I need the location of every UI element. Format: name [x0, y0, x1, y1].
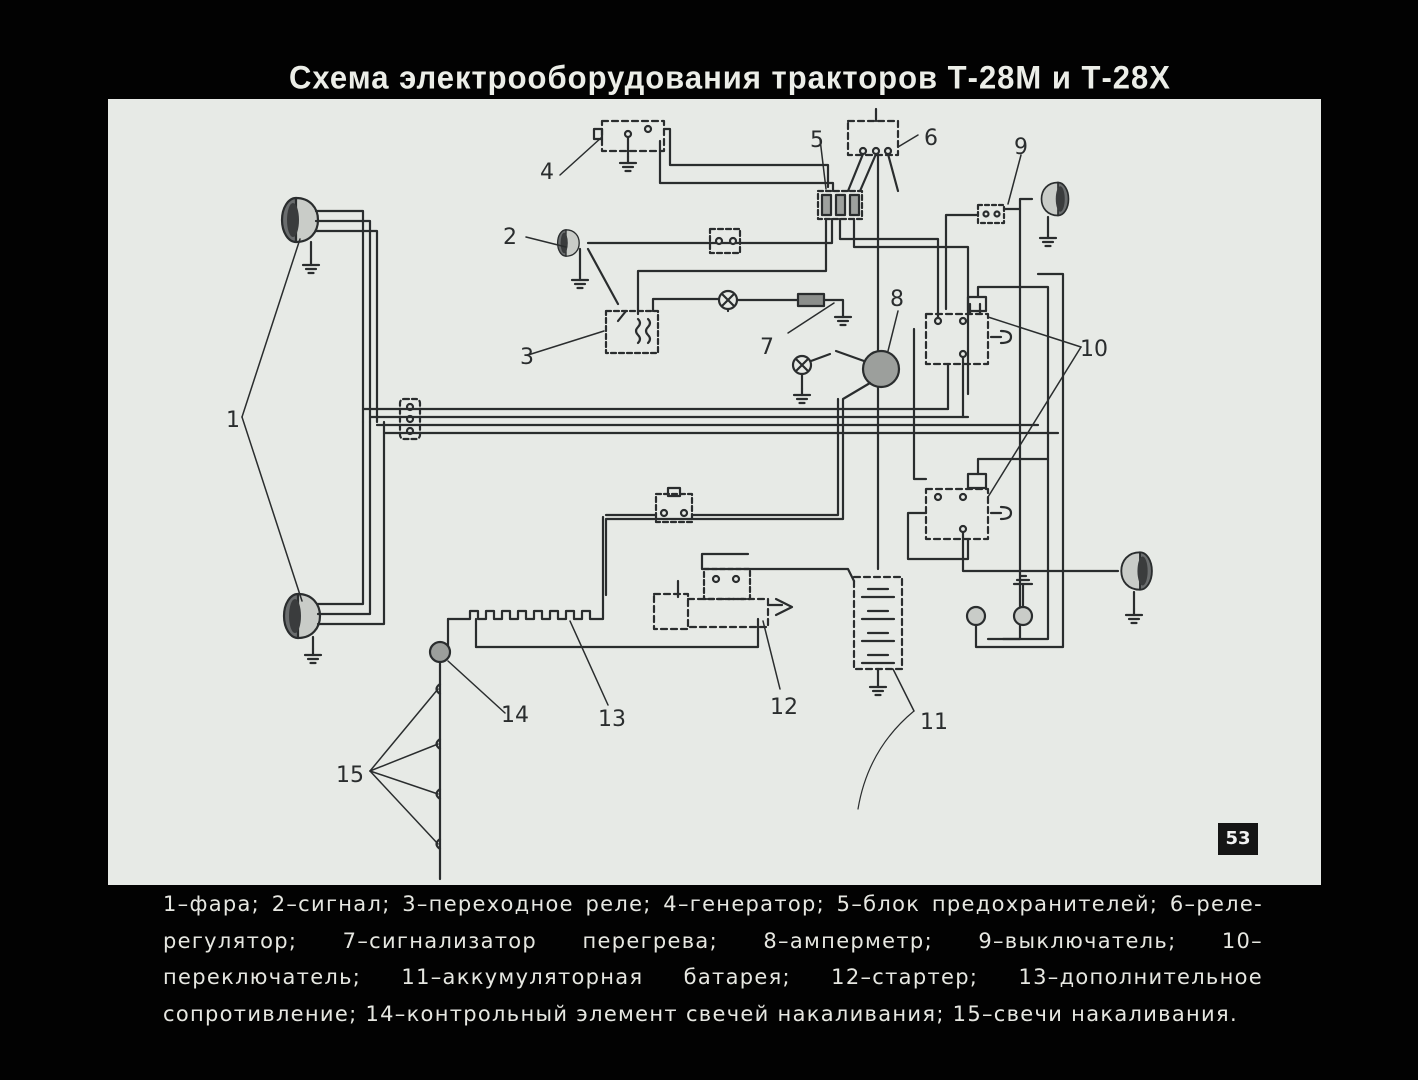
legend-caption: 1–фара; 2–сигнал; 3–переходное реле; 4–г…: [163, 892, 1263, 1026]
label-13: 13: [598, 707, 626, 732]
headlight-right-top: [1038, 181, 1070, 248]
start-switch: [604, 397, 840, 524]
main-bus: [361, 407, 1060, 435]
wiring-diagram: 1 2 3 4 5 6 7 8 9 10 11 12 13 14 15: [226, 107, 1153, 881]
label-6: 6: [924, 126, 938, 151]
label-3: 3: [520, 345, 534, 370]
label-10: 10: [1080, 337, 1108, 362]
slide-title: Схема электрооборудования тракторов Т-28…: [289, 59, 1171, 96]
headlight-upper: [280, 196, 321, 275]
light-switch-upper: [924, 285, 1050, 641]
battery: [700, 552, 904, 697]
horn: [556, 229, 620, 306]
switch: [944, 197, 1034, 641]
resistor: [446, 515, 605, 656]
label-2: 2: [503, 225, 517, 250]
label-4: 4: [540, 160, 554, 185]
starter: [474, 567, 794, 649]
number-labels: 1 2 3 4 5 6 7 8 9 10 11 12 13 14 15: [226, 126, 1108, 788]
label-1: 1: [226, 408, 240, 433]
overheat-indicator: [717, 289, 853, 327]
label-14: 14: [501, 703, 529, 728]
generator: [592, 119, 835, 193]
frame-number-badge: 53: [1218, 823, 1258, 855]
headlight-lower: [282, 592, 323, 665]
label-12: 12: [770, 695, 798, 720]
label-5: 5: [810, 128, 824, 153]
fuse-block: [586, 153, 970, 571]
left-harness: [314, 209, 386, 626]
headlight-right-lower: [1120, 551, 1153, 625]
horn-button: [708, 227, 742, 255]
glow-plug-control: [428, 640, 452, 881]
diagram-panel: 1 2 3 4 5 6 7 8 9 10 11 12 13 14 15 53: [108, 99, 1321, 885]
light-switch-lower: [906, 327, 1120, 573]
label-7: 7: [760, 335, 774, 360]
socket: [965, 272, 1065, 649]
label-11: 11: [920, 710, 948, 735]
ammeter: [604, 349, 901, 597]
transition-relay: [604, 297, 730, 355]
label-15: 15: [336, 763, 364, 788]
relay-regulator: [846, 107, 900, 193]
leader-lines: [241, 134, 1082, 845]
label-9: 9: [1014, 135, 1028, 160]
label-8: 8: [890, 287, 904, 312]
